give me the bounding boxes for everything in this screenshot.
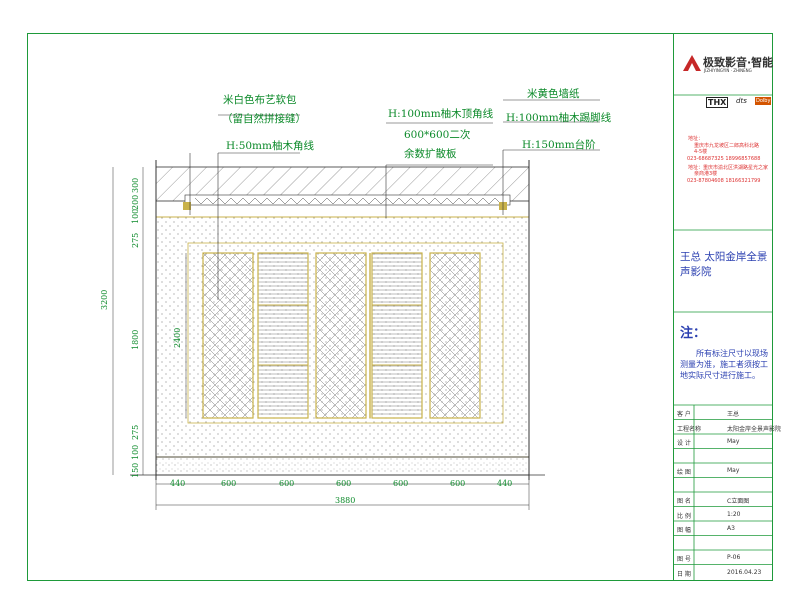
dimension-vertical-label: 275: [131, 232, 140, 248]
title-block-row-label: 设 计: [677, 440, 691, 447]
dimension-vertical-label: 300: [131, 177, 140, 193]
dimension-vertical-label: 275: [131, 424, 140, 440]
title-block-row-label: 工程名称: [677, 425, 702, 433]
dimension-vertical-label: 100: [131, 208, 140, 224]
contact-address-1b: 4-5楼: [694, 149, 708, 155]
dimension-total-height: 3200: [100, 289, 109, 310]
vertical-dimension-lines: [112, 167, 187, 475]
contact-address-2b: 亲商港3楼: [694, 171, 718, 177]
contact-address-2: 地址：重庆市渝北区洪湖路星光之家: [688, 165, 769, 171]
dimension-horizontal-label: 440: [170, 479, 186, 488]
note-body: 所有标注尺寸以现场测量为准，施工者须按工地实际尺寸进行施工。: [680, 349, 768, 380]
drawing-frame: [27, 33, 773, 581]
brand-logo: [683, 55, 701, 71]
dimension-horizontal-label: 600: [450, 479, 466, 488]
dimension-horizontal-label: 440: [497, 479, 513, 488]
title-block-row-label: 日 期: [677, 570, 691, 578]
title-block-row-value: May: [727, 438, 740, 445]
title-block-row-label: 客 户: [677, 411, 691, 418]
title-block-row-label: 比 例: [677, 512, 691, 520]
dimension-horizontal-label: 600: [393, 479, 409, 488]
annotation-crown-molding: H:100mm柚木顶角线: [388, 108, 494, 120]
dimension-horizontal-label: 600: [221, 479, 237, 488]
annotation-natural-seam: （留自然拼接缝）: [222, 113, 306, 125]
brand-name: 极致影音·智能: [703, 56, 774, 69]
brand-subtitle: JIZHIYINGYIN · ZHINENG: [704, 68, 752, 73]
title-block-row-value: A3: [727, 525, 735, 532]
annotation-diffuser-type: 余数扩散板: [404, 148, 457, 160]
annotation-wallpaper: 米黄色墙纸: [527, 88, 580, 100]
annotation-step: H:150mm台阶: [522, 139, 596, 151]
title-block: [673, 33, 773, 581]
title-block-row-value: May: [727, 467, 740, 474]
title-block-row-value: 王总: [727, 411, 740, 418]
project-name: 王总 太阳金岸全景声影院: [680, 251, 768, 278]
dimension-vertical-label: 100: [131, 444, 140, 460]
dimension-vertical-label: 150: [131, 462, 140, 478]
title-block-row-value: P-06: [727, 554, 741, 561]
brand-logo-icon: [683, 55, 701, 71]
dimension-horizontal-label: 600: [279, 479, 295, 488]
door-panels: [202, 252, 481, 419]
annotation-baseboard: H:100mm柚木踢脚线: [506, 112, 612, 124]
contact-phone-1: 023-68687325 18996857688: [687, 156, 761, 162]
logo-dts: dts: [736, 97, 747, 105]
logo-dolby: Dolby: [755, 97, 772, 105]
title-block-row-label: 图 幅: [677, 527, 691, 534]
dimension-door-height: 2400: [173, 327, 182, 348]
contact-phone-2: 023-87804608 18166321799: [687, 178, 761, 184]
logo-thx: THX: [706, 97, 729, 108]
ceiling-structure: [155, 166, 530, 210]
note-title: 注：: [680, 326, 707, 341]
annotation-corner-trim: H:50mm柚木角线: [226, 140, 314, 152]
title-block-row-value: 2016.04.23: [727, 568, 762, 576]
floor-step: [130, 456, 545, 476]
contact-address-label: 地址：: [688, 136, 704, 142]
dimension-vertical-label: 1800: [131, 329, 140, 350]
contact-address-1: 重庆市九龙坡区二郎高科北路: [694, 143, 760, 149]
annotation-upholstery: 米白色布艺软包: [223, 94, 297, 106]
title-block-row-value: 太阳金岸全景声影院: [727, 425, 782, 433]
dimension-total-width: 3880: [335, 496, 356, 505]
title-block-grid: [673, 404, 773, 581]
title-block-row-label: 图 名: [677, 498, 691, 505]
title-block-row-value: C立面图: [727, 498, 750, 505]
title-block-row-value: 1:20: [727, 510, 741, 518]
title-block-row-label: 绘 图: [677, 469, 691, 476]
dimension-horizontal-label: 600: [336, 479, 352, 488]
dimension-vertical-label: 200: [131, 194, 140, 210]
title-block-row-label: 图 号: [677, 556, 691, 563]
horizontal-dimension-lines: [155, 480, 530, 510]
annotation-diffuser-size: 600*600二次: [404, 129, 471, 141]
leader-lines: [189, 99, 600, 300]
